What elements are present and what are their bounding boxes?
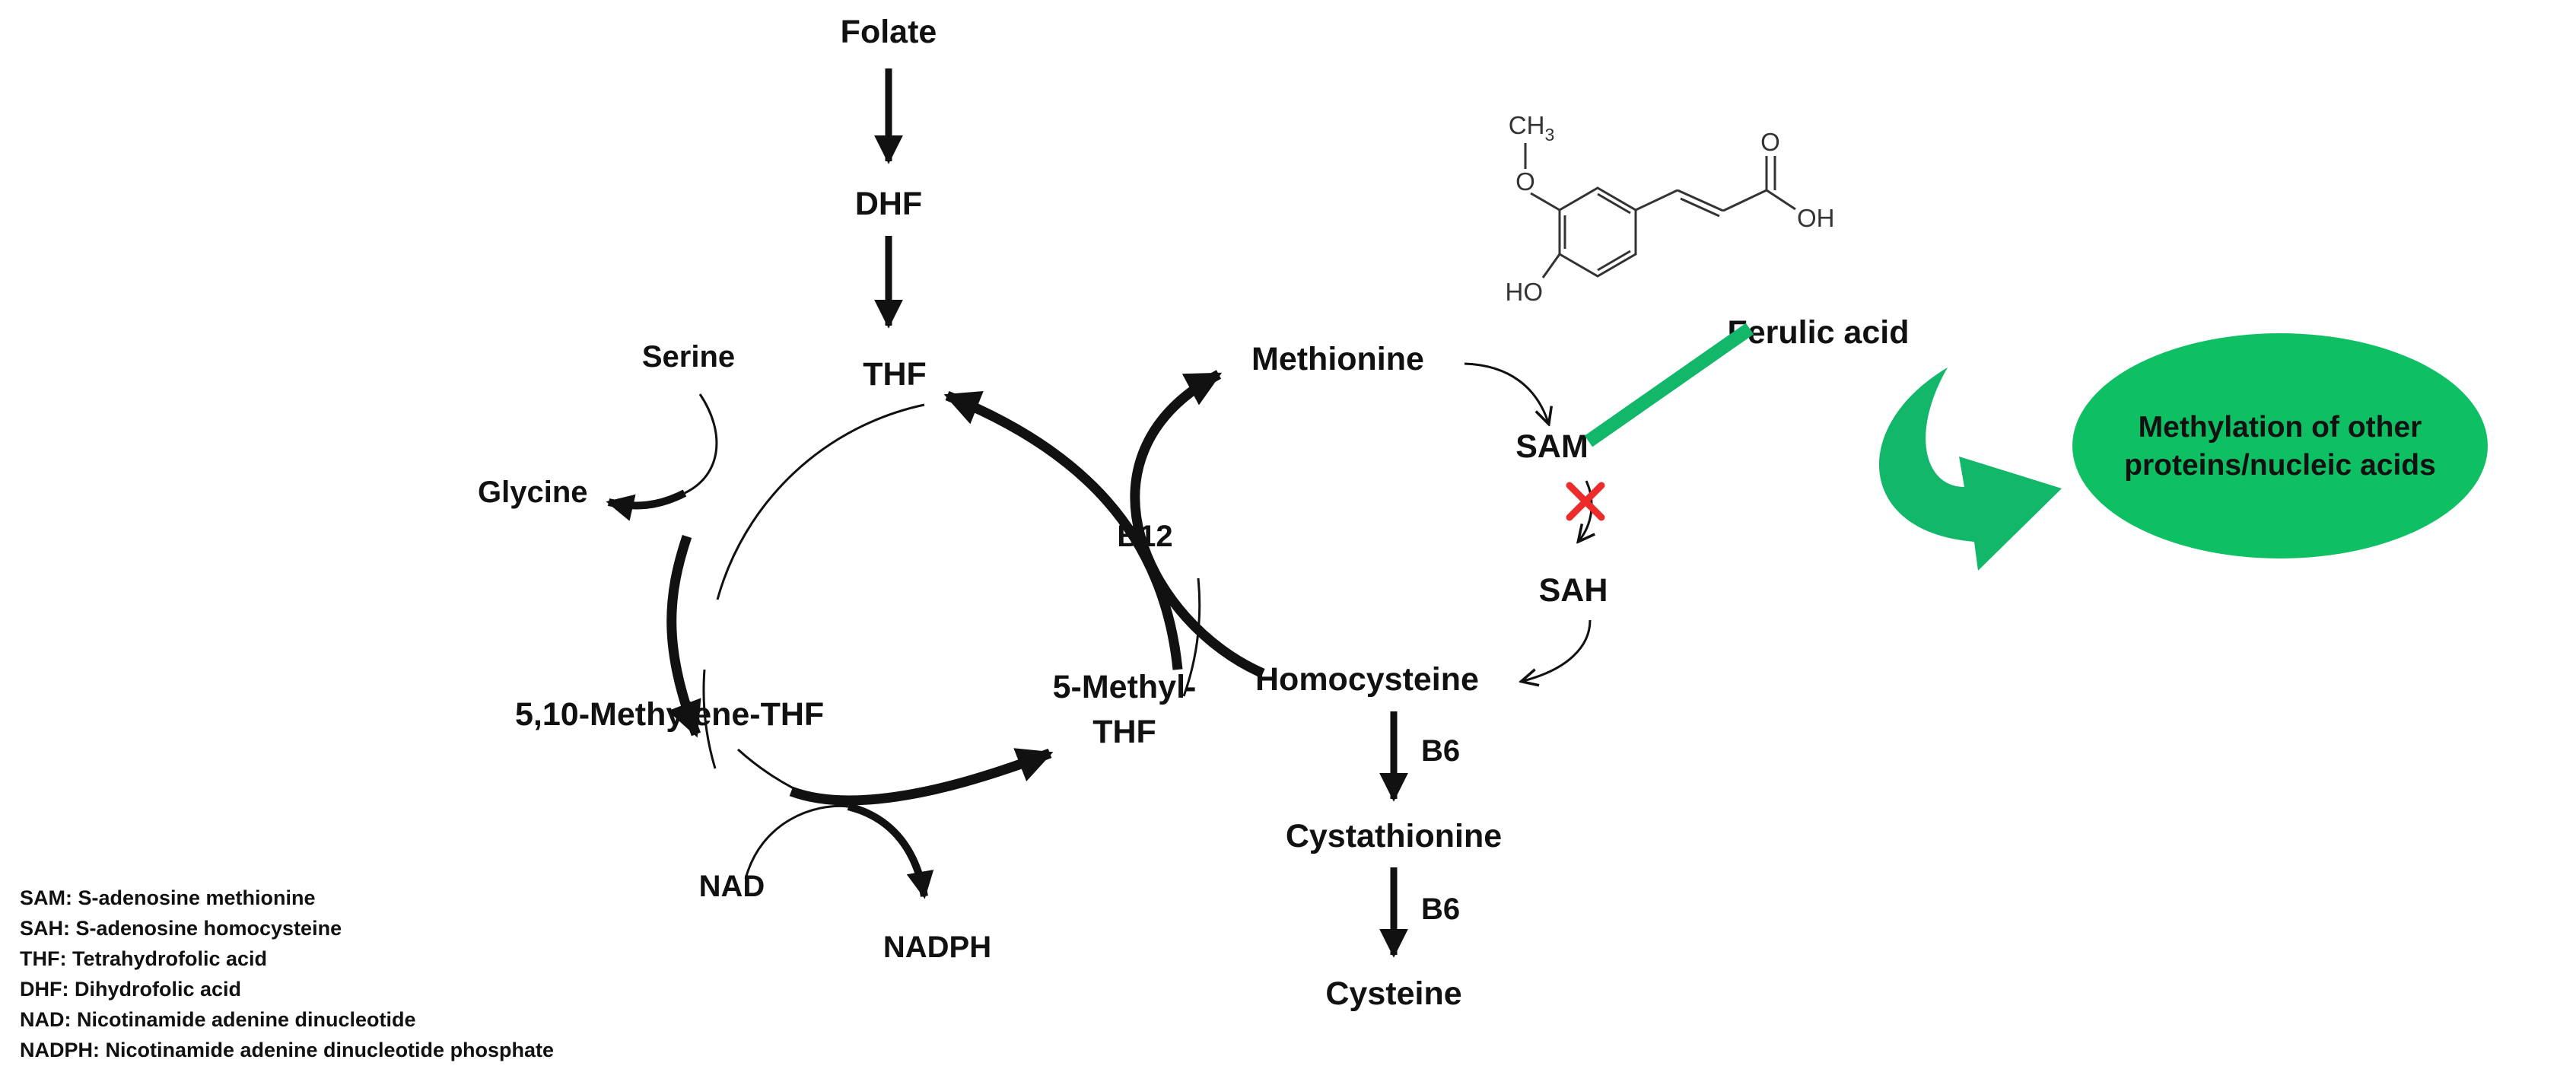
cycle-arc-thf-to-serine [716, 403, 925, 600]
legend-item-thf: THF: Tetrahydrofolic acid [20, 947, 268, 970]
nadph-label: NADPH [883, 931, 991, 964]
folate-label: Folate [841, 14, 937, 50]
sah-label: SAH [1539, 572, 1608, 609]
methyl-thf-label-line2: THF [1092, 714, 1156, 750]
sah-to-homocysteine-arrow [1523, 619, 1592, 681]
glycine-label: Glycine [478, 476, 588, 509]
nad-curve [744, 804, 849, 880]
methionine-label: Methionine [1251, 341, 1424, 377]
b6-first-label: B6 [1421, 734, 1460, 768]
ferulic-acid-structure: CH3 O O OH HO [1506, 111, 1835, 306]
homocysteine-to-methionine-arrow [1130, 370, 1265, 678]
cycle-arc-methyl-thf [1182, 578, 1201, 697]
ring-oxygen-label: O [1515, 167, 1535, 196]
ho-label: HO [1506, 278, 1544, 306]
sam-label: SAM [1515, 428, 1589, 465]
ferulic-sam-link [1584, 323, 1754, 447]
b12-label: B12 [1117, 520, 1172, 553]
inhibition-x-icon [1566, 482, 1605, 521]
methylation-text-line1: Methylation of other [2139, 411, 2422, 444]
legend-item-sah: SAH: S-adenosine homocysteine [20, 917, 342, 940]
methylene-thf-label: 5,10-Methylene-THF [515, 696, 824, 733]
thf-label: THF [863, 356, 927, 393]
methylation-ellipse [2072, 333, 2488, 558]
legend-item-dhf: DHF: Dihydrofolic acid [20, 978, 242, 1001]
methylation-text-line2: proteins/nucleic acids [2124, 449, 2436, 482]
legend-item-nadph: NADPH: Nicotinamide adenine dinucleotide… [20, 1039, 555, 1061]
methylene-to-methyl-thf-arrow [789, 748, 1054, 806]
oh-label: OH [1797, 204, 1835, 232]
nad-label: NAD [699, 870, 765, 903]
abbreviation-legend: SAM: S-adenosine methionine SAH: S-adeno… [20, 883, 554, 1065]
sam-to-sah-arrow [1579, 480, 1592, 540]
homocysteine-label: Homocysteine [1255, 661, 1479, 698]
legend-item-nad: NAD: Nicotinamide adenine dinucleotide [20, 1008, 416, 1031]
ferulic-to-methylation-arrow [1878, 368, 2062, 571]
ch3-label: CH3 [1509, 111, 1554, 145]
b6-second-label: B6 [1421, 892, 1460, 926]
thf-to-methylene-thf-arrow [666, 534, 701, 738]
cysteine-label: Cysteine [1325, 975, 1461, 1012]
methionine-to-sam-arrow [1464, 362, 1548, 422]
to-nadph-arrow [847, 803, 934, 899]
ferulic-acid-label: Ferulic acid [1728, 314, 1910, 351]
legend-item-sam: SAM: S-adenosine methionine [20, 886, 316, 909]
methyl-thf-label-line1: 5-Methyl- [1053, 669, 1197, 705]
cycle-arc-to-methylene [702, 669, 717, 769]
methyl-thf-to-thf-arrow [943, 390, 1183, 670]
cystathionine-label: Cystathionine [1286, 818, 1502, 854]
serine-label: Serine [642, 340, 735, 374]
dhf-label: DHF [855, 186, 922, 222]
acid-oxygen-label: O [1760, 128, 1780, 156]
serine-curve [684, 393, 718, 495]
to-glycine-arrow [606, 489, 687, 521]
